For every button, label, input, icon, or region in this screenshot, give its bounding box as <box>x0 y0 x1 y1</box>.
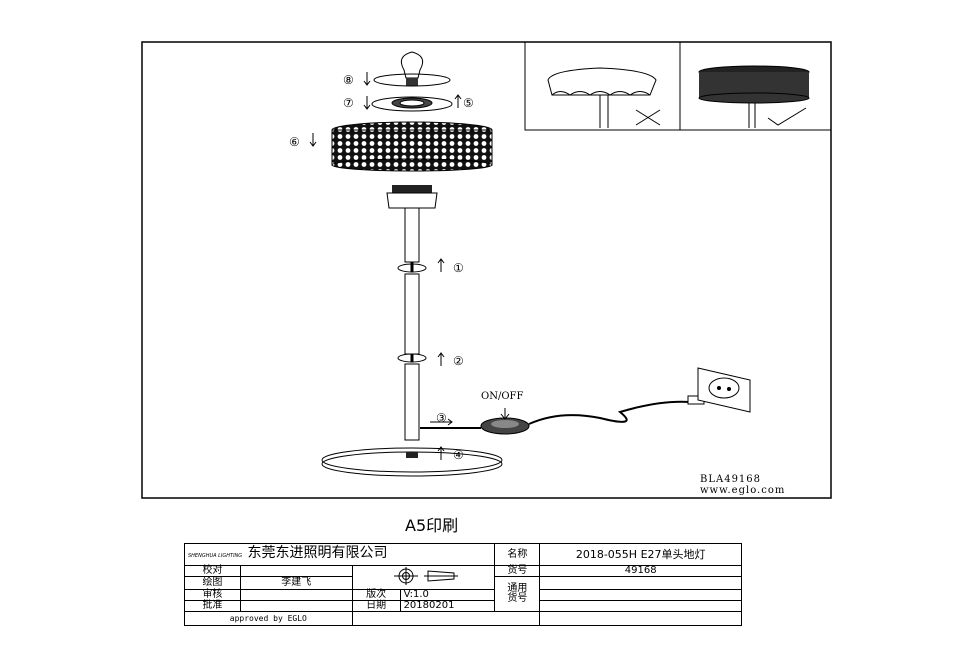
website: www.eglo.com <box>700 485 786 496</box>
step-6-label: ⑥ <box>289 135 300 149</box>
socket-cup <box>386 185 438 209</box>
correct-shade-icon <box>698 65 810 128</box>
first-angle-projection-icon <box>393 567 458 585</box>
step-4-label: ④ <box>453 448 464 462</box>
step-2-label: ② <box>453 354 464 368</box>
bulb-icon <box>373 51 451 87</box>
version-label: 版次 <box>351 589 401 601</box>
lamp-base <box>321 447 503 477</box>
drawn-label: 绘图 <box>184 576 241 590</box>
date-value: 20180201 <box>399 600 496 612</box>
version-value: V:1.0 <box>399 589 496 601</box>
shade-orientation-insets <box>524 41 832 131</box>
title-block: SHENGHUA LIGHTING 东莞东进照明有限公司 名称 2018-055… <box>183 543 742 626</box>
perforated-shade <box>331 121 493 172</box>
step-arrows <box>309 72 462 460</box>
approved-by: approved by EGLO <box>184 611 353 626</box>
lamp-holder-ring <box>371 96 453 112</box>
print-note: A5印刷 <box>405 516 459 535</box>
name-value: 2018-055H E27单头地灯 <box>539 543 742 566</box>
model-code: BLA49168 <box>700 474 762 485</box>
step-7-label: ⑦ <box>343 96 354 110</box>
wrong-shade-icon <box>547 67 661 128</box>
item-no-value: 49168 <box>539 565 742 577</box>
foot-switch-and-cable <box>420 395 705 435</box>
check-label: 校对 <box>184 565 241 577</box>
company-logo: SHENGHUA LIGHTING <box>188 553 243 559</box>
general-item-no-label: 通用 货号 <box>494 576 541 612</box>
review-label: 审核 <box>184 589 241 601</box>
projection-symbol <box>351 565 496 590</box>
on-off-label: ON/OFF <box>481 391 524 402</box>
name-label: 名称 <box>494 543 541 566</box>
drawing-frame <box>141 41 832 499</box>
item-no-label: 货号 <box>494 565 541 577</box>
wall-socket-icon <box>697 367 751 413</box>
lamp-stem <box>397 207 427 441</box>
step-3-label: ③ <box>436 411 447 425</box>
approve-label: 批准 <box>184 600 241 612</box>
step-1-label: ① <box>453 261 464 275</box>
step-8-label: ⑧ <box>343 73 354 87</box>
step-5-label: ⑤ <box>463 96 474 110</box>
company-name: 东莞东进照明有限公司 <box>247 545 388 561</box>
drawn-value: 李建飞 <box>239 576 353 590</box>
date-label: 日期 <box>351 600 401 612</box>
